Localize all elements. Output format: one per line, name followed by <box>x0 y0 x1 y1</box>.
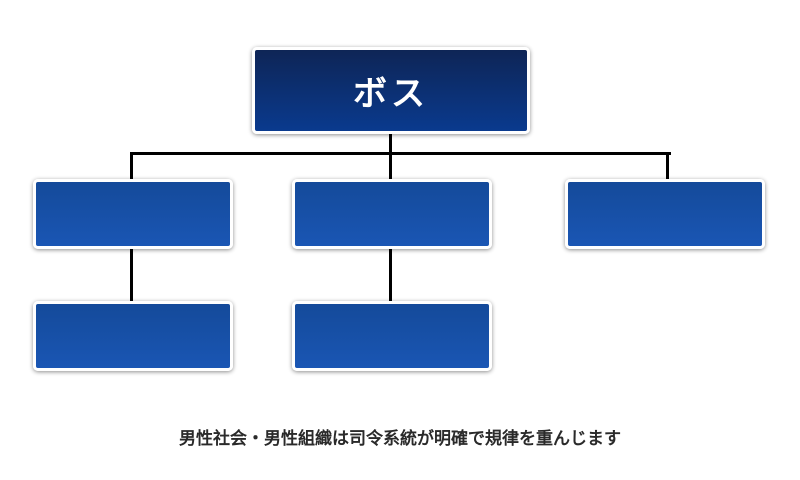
subordinate-node-3 <box>565 179 765 249</box>
boss-node: ボス <box>252 47 530 134</box>
connector-child-2-to-grandchild <box>389 248 392 302</box>
caption-text: 男性社会・男性組織は司令系統が明確で規律を重んじます <box>179 429 621 449</box>
subordinate-node-2 <box>292 179 492 249</box>
connector-horizontal-bar <box>130 152 671 155</box>
subordinate-node-1 <box>33 179 233 249</box>
connector-child-1-to-grandchild <box>130 248 133 302</box>
subordinate-node-1-1 <box>33 301 233 371</box>
connector-to-child-1 <box>130 152 133 180</box>
connector-to-child-3 <box>666 152 669 180</box>
connector-to-child-2 <box>389 152 392 180</box>
connector-root-down <box>389 133 392 154</box>
subordinate-node-2-1 <box>292 301 492 371</box>
boss-label: ボス <box>353 74 429 114</box>
